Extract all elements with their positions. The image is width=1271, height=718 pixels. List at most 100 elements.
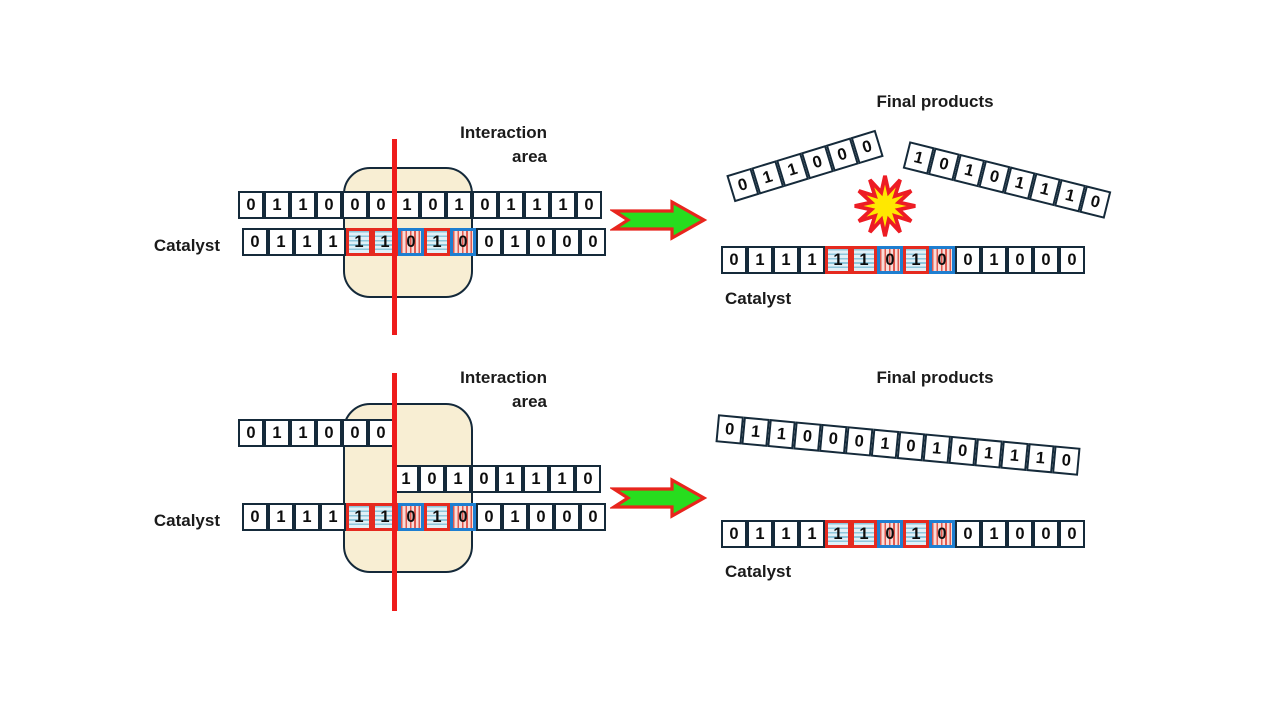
bit-cell: 0	[242, 503, 268, 531]
bit-cell: 0	[476, 503, 502, 531]
bit-cell: 0	[554, 228, 580, 256]
bit-cell: 1	[393, 465, 419, 493]
bit-cell: 1	[974, 438, 1003, 469]
bit-cell: 0	[721, 246, 747, 274]
final-products-label: Final products	[876, 92, 994, 111]
bit-cell: 0	[238, 419, 264, 447]
reaction-arrow-icon	[608, 477, 708, 524]
bit-cell: 1	[446, 191, 472, 219]
bit-cell: 1	[290, 191, 316, 219]
bit-cell: 0	[554, 503, 580, 531]
bit-cell: 0	[580, 228, 606, 256]
bit-cell: 1	[445, 465, 471, 493]
bit-cell: 0	[238, 191, 264, 219]
interaction-area-label: Interaction area	[417, 121, 547, 169]
bit-cell: 0	[1059, 246, 1085, 274]
bit-cell: 0	[1033, 246, 1059, 274]
bit-cell: 0	[896, 431, 926, 462]
bit-cell: 0	[575, 465, 601, 493]
bit-cell: 0	[715, 414, 744, 445]
bit-cell: 0	[576, 191, 602, 219]
catalyst-label: Catalyst	[153, 236, 220, 255]
bit-cell: 1	[320, 228, 346, 256]
bit-cell: 1	[497, 465, 523, 493]
interaction-area-label: Interaction area	[417, 366, 547, 414]
bit-cell: 0	[1033, 520, 1059, 548]
bit-cell: 1	[870, 428, 900, 459]
bit-cell: 0	[316, 191, 342, 219]
bit-cell: 1	[1000, 440, 1029, 471]
bit-cell: 0	[450, 503, 476, 531]
bit-cell: 1	[394, 191, 420, 219]
bit-cell: 1	[981, 520, 1007, 548]
bit-cell: 0	[955, 246, 981, 274]
bit-cell: 1	[903, 520, 929, 548]
interaction-area-label-line2: area	[512, 392, 547, 411]
bit-cell: 0	[316, 419, 342, 447]
bit-cell: 0	[528, 503, 554, 531]
bit-cell: 1	[264, 419, 290, 447]
bit-cell: 0	[420, 191, 446, 219]
bit-cell: 1	[502, 228, 528, 256]
catalyst-label: Catalyst	[725, 289, 792, 308]
bit-cell: 1	[498, 191, 524, 219]
bit-cell: 0	[819, 423, 848, 455]
bit-cell: 1	[346, 228, 372, 256]
bit-cell: 0	[948, 435, 977, 467]
bit-cell: 0	[929, 520, 955, 548]
bit-cell: 0	[471, 465, 497, 493]
bit-cell: 0	[342, 191, 368, 219]
interaction-area-label-line1: Interaction	[460, 123, 547, 142]
bit-cell: 1	[825, 520, 851, 548]
bit-cell: 0	[955, 520, 981, 548]
bit-cell: 1	[1026, 443, 1055, 474]
bit-cell: 1	[264, 191, 290, 219]
bit-cell: 1	[981, 246, 1007, 274]
bit-cell: 1	[424, 228, 450, 256]
reaction-arrow-icon	[608, 199, 708, 246]
interaction-area-label-line2: area	[512, 147, 547, 166]
bit-cell: 0	[1059, 520, 1085, 548]
bit-cell: 1	[550, 191, 576, 219]
ligation-site-line	[392, 373, 397, 611]
starburst-icon	[849, 172, 921, 245]
bit-cell: 0	[528, 228, 554, 256]
bit-cell: 1	[523, 465, 549, 493]
bit-cell: 1	[799, 246, 825, 274]
bit-cell: 1	[741, 416, 770, 447]
bit-cell: 1	[290, 419, 316, 447]
bit-cell: 1	[747, 246, 773, 274]
bit-cell: 0	[398, 503, 424, 531]
bit-cell: 0	[450, 228, 476, 256]
bit-cell: 0	[476, 228, 502, 256]
bit-cell: 0	[368, 191, 394, 219]
bit-cell: 0	[1052, 445, 1081, 476]
bit-cell: 1	[851, 246, 877, 274]
bit-cell: 1	[424, 503, 450, 531]
bit-cell: 0	[242, 228, 268, 256]
bit-cell: 1	[346, 503, 372, 531]
bit-cell: 1	[799, 520, 825, 548]
final-products-label: Final products	[876, 368, 994, 387]
bit-cell: 0	[877, 246, 903, 274]
bit-cell: 1	[903, 246, 929, 274]
bit-cell: 0	[1079, 185, 1112, 219]
bit-cell: 1	[773, 520, 799, 548]
bit-cell: 1	[549, 465, 575, 493]
bit-cell: 1	[773, 246, 799, 274]
bit-cell: 1	[524, 191, 550, 219]
bit-cell: 0	[398, 228, 424, 256]
bit-cell: 0	[929, 246, 955, 274]
bit-cell: 1	[294, 503, 320, 531]
bit-cell: 1	[922, 433, 952, 464]
bit-cell: 0	[1007, 246, 1033, 274]
bit-cell: 1	[825, 246, 851, 274]
bit-cell: 0	[877, 520, 903, 548]
